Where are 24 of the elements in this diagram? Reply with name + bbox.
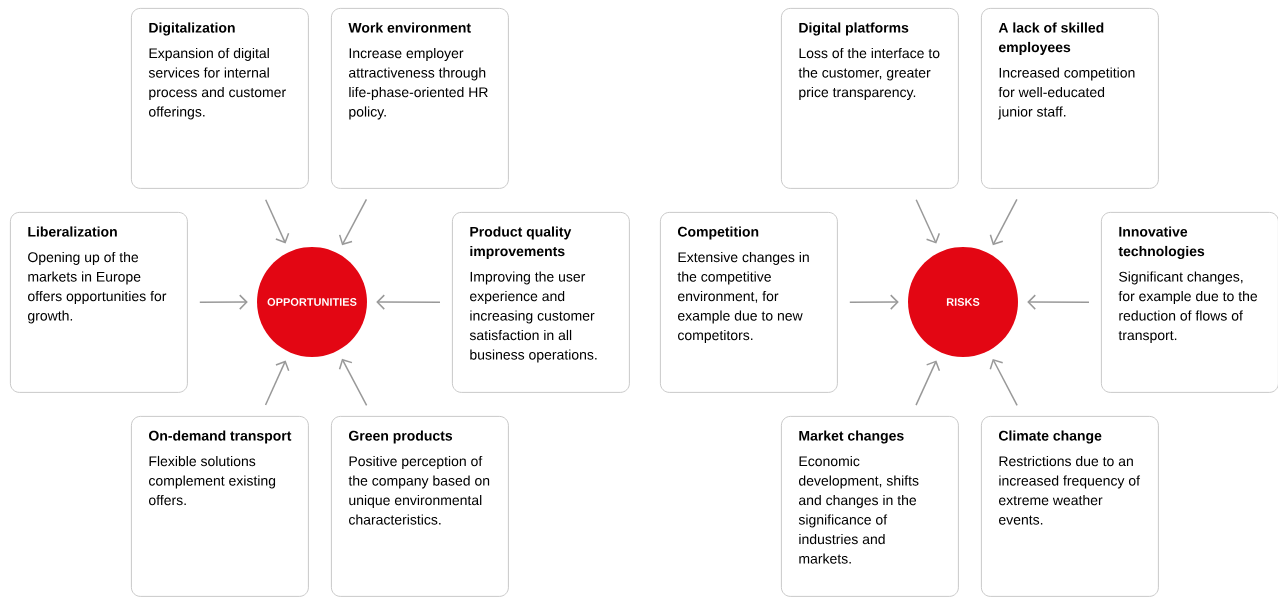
arrow bbox=[915, 198, 941, 244]
arrow bbox=[199, 294, 248, 310]
text-box: Digitalization Expansion of digital services for internal process and customer offerings. bbox=[131, 8, 309, 189]
arrow bbox=[338, 198, 368, 246]
text-box: On-demand transport Flexible solutions complement existing offers. bbox=[131, 416, 309, 597]
arrow bbox=[849, 294, 899, 310]
text-box: Liberalization Opening up of the markets in Europe offers opportunities for growth. bbox=[10, 212, 188, 393]
arrow bbox=[338, 358, 368, 407]
arrow bbox=[915, 360, 941, 406]
text-box: Innovative technologies Significant changes, for example due to the reduction of flows of transport. bbox=[1101, 212, 1278, 393]
text-box: Work environment Increase employer attractiveness through life-phase-oriented HR policy. bbox=[331, 8, 509, 189]
text-box: Competition Extensive changes in the competitive environment, for example due to new competitors. bbox=[660, 212, 838, 393]
text-box: Climate change Restrictions due to an increased frequency of extreme weather events. bbox=[981, 416, 1159, 597]
arrow bbox=[376, 294, 441, 310]
text-box: Product quality improvements Improving the user experience and increasing customer satisfaction in all business operations. bbox=[452, 212, 630, 393]
arrow bbox=[1027, 294, 1090, 310]
text-box: Market changes Economic development, shifts and changes in the significance of industries and markets. bbox=[781, 416, 959, 597]
text-box: Digital platforms Loss of the interface to the customer, greater price transparency. bbox=[781, 8, 959, 189]
arrow bbox=[264, 360, 290, 406]
arrow bbox=[264, 199, 290, 244]
arrow bbox=[989, 358, 1018, 407]
text-box: A lack of skilled employees Increased competition for well-educated junior staff. bbox=[981, 8, 1159, 189]
text-box: Green products Positive perception of the company based on unique environmental characteristics. bbox=[331, 416, 509, 597]
arrow bbox=[989, 198, 1018, 246]
